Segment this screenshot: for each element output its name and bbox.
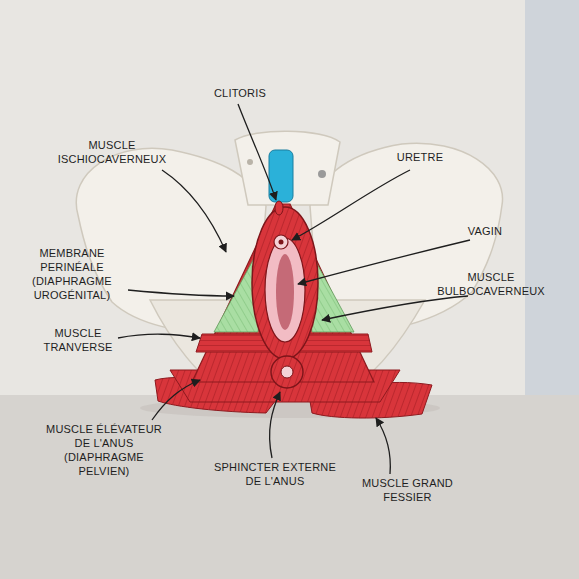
pelvis-bone — [76, 131, 502, 395]
leader-line — [118, 104, 470, 474]
part-label: MUSCLE BULBOCAVERNEUX — [432, 270, 550, 298]
clitoris — [269, 150, 293, 202]
clitoris-tip — [275, 201, 283, 215]
part-label: URETRE — [385, 150, 455, 164]
part-label: SPHINCTER EXTERNE DE L'ANUS — [205, 460, 345, 488]
door — [525, 0, 579, 400]
vagina-lumen — [276, 254, 294, 330]
urethra — [274, 235, 288, 249]
part-label: CLITORIS — [190, 86, 290, 100]
anal-sphincter — [271, 356, 303, 388]
anus — [281, 366, 293, 378]
urethra — [279, 240, 284, 245]
bulbocavernosus-muscle — [252, 207, 318, 359]
part-label: MUSCLE ÉLÉVATEUR DE L'ANUS (DIAPHRAGME P… — [40, 422, 168, 478]
part-label: VAGIN — [455, 224, 515, 238]
ischiocavernosus-muscle — [192, 204, 374, 382]
part-label: MUSCLE ISCHIOCAVERNEUX — [50, 138, 174, 166]
part-label: MEMBRANE PERINÉALE (DIAPHRAGME UROGÉNITA… — [22, 246, 122, 302]
part-label: MUSCLE TRANVERSE — [38, 326, 118, 354]
vagina — [265, 238, 305, 342]
part-label: MUSCLE GRAND FESSIER — [355, 476, 460, 504]
table — [0, 395, 579, 579]
